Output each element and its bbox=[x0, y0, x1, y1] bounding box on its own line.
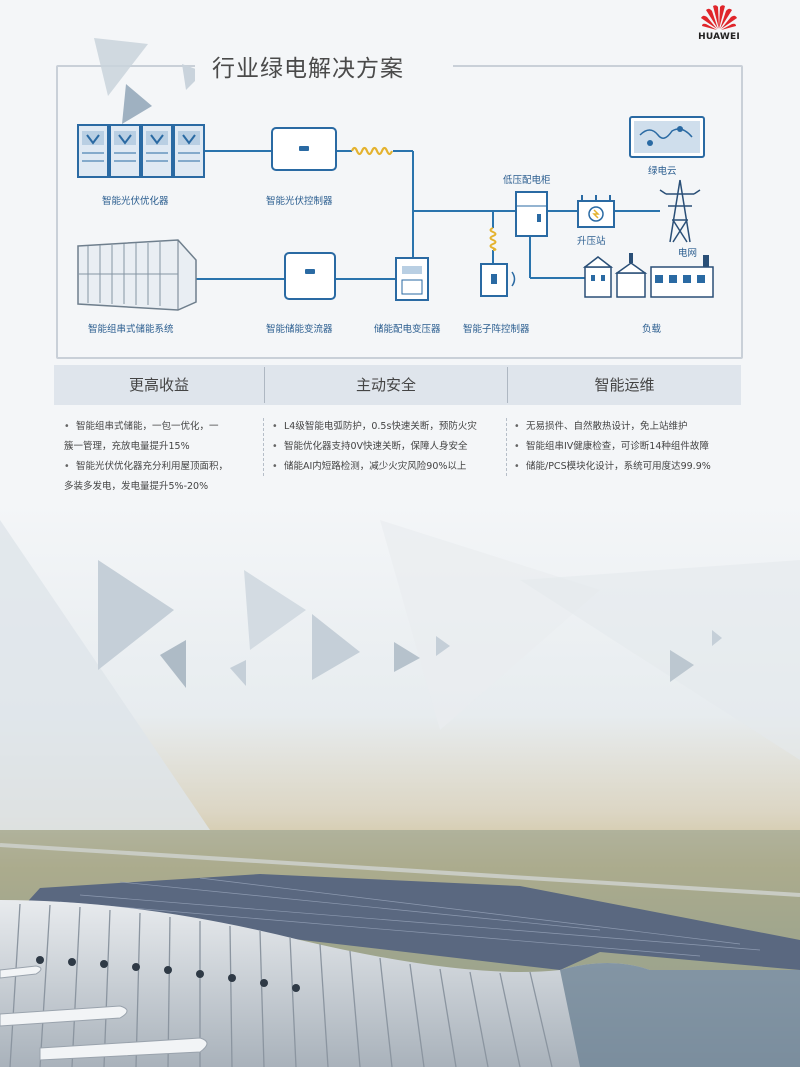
huawei-petal-icon bbox=[701, 5, 737, 30]
system-diagram bbox=[77, 116, 714, 311]
feature-title-om: 智能运维 bbox=[594, 376, 655, 394]
coil-icon bbox=[350, 146, 394, 156]
green-cloud-label: 绿电云 bbox=[648, 166, 677, 177]
bullet-item: 储能/PCS模块化设计，系统可用度达99.9% bbox=[514, 457, 744, 477]
pv-optimizer-label: 智能光伏优化器 bbox=[102, 196, 169, 207]
bullet-item: 储能AI内短路检测，减少火灾风险90%以上 bbox=[272, 457, 504, 477]
brand-name: HUAWEI bbox=[698, 32, 740, 42]
lv-cabinet-label: 低压配电柜 bbox=[503, 175, 551, 186]
bullet-item: 无易损件、自然散热设计，免上站维护 bbox=[514, 417, 744, 437]
transformer-icon bbox=[395, 257, 429, 301]
lv-cabinet-icon bbox=[515, 191, 548, 237]
pv-controller-icon bbox=[271, 127, 337, 171]
bullet-item: L4级智能电弧防护，0.5s快速关断，预防火灾 bbox=[272, 417, 504, 437]
sub-array-controller-label: 智能子阵控制器 bbox=[463, 324, 530, 335]
feature-title-safety: 主动安全 bbox=[355, 376, 416, 394]
huawei-logo: HUAWEI bbox=[694, 4, 744, 44]
booster-label: 升压站 bbox=[577, 236, 606, 247]
pv-controller-label: 智能光伏控制器 bbox=[266, 196, 333, 207]
feature-bullets-revenue: 智能组串式储能，一包一优化，一 簇一管理，充放电量提升15% 智能光伏优化器充分… bbox=[64, 417, 254, 497]
load-label: 负载 bbox=[642, 324, 662, 335]
bullet-item: 智能优化器支持0V快速关断，保障人身安全 bbox=[272, 437, 504, 457]
bullet-item: 智能光伏优化器充分利用屋顶面积， bbox=[64, 457, 254, 477]
bullet-item: 智能组串IV健康检查，可诊断14种组件故障 bbox=[514, 437, 744, 457]
feature-bullets-om: 无易损件、自然散热设计，免上站维护 智能组串IV健康检查，可诊断14种组件故障 … bbox=[514, 417, 744, 477]
grid-label: 电网 bbox=[678, 248, 698, 259]
bullet-continuation: 簇一管理，充放电量提升15% bbox=[64, 441, 190, 452]
pcs-label: 智能储能变流器 bbox=[266, 324, 333, 335]
storage-system-label: 智能组串式储能系统 bbox=[88, 324, 174, 335]
connection-lines bbox=[196, 150, 660, 280]
page-title: 行业绿电解决方案 bbox=[212, 56, 404, 82]
bullet-item: 智能组串式储能，一包一优化，一 bbox=[64, 417, 254, 437]
transformer-label: 储能配电变压器 bbox=[374, 324, 441, 335]
column-divider bbox=[263, 418, 264, 476]
feature-tabs: 更高收益 主动安全 智能运维 bbox=[54, 365, 741, 405]
bullet-continuation: 多装多发电，发电量提升5%-20% bbox=[64, 481, 209, 492]
tab-divider bbox=[264, 367, 265, 403]
pcs-icon bbox=[284, 252, 336, 300]
feature-bullets-safety: L4级智能电弧防护，0.5s快速关断，预防火灾 智能优化器支持0V快速关断，保障… bbox=[272, 417, 504, 477]
sub-array-controller-icon bbox=[480, 263, 516, 297]
title-backdrop bbox=[195, 48, 453, 82]
feature-title-revenue: 更高收益 bbox=[128, 376, 189, 394]
column-divider bbox=[506, 418, 507, 476]
storage-container-icon bbox=[77, 239, 197, 311]
pv-optimizer-icon bbox=[77, 124, 205, 178]
booster-station-icon bbox=[577, 195, 615, 228]
coil-icon bbox=[489, 227, 497, 251]
load-buildings-icon bbox=[582, 253, 714, 298]
grid-tower-icon bbox=[659, 179, 701, 243]
tab-divider bbox=[507, 367, 508, 403]
airport-solar-roof-image bbox=[0, 500, 800, 1067]
green-cloud-icon bbox=[629, 116, 705, 158]
